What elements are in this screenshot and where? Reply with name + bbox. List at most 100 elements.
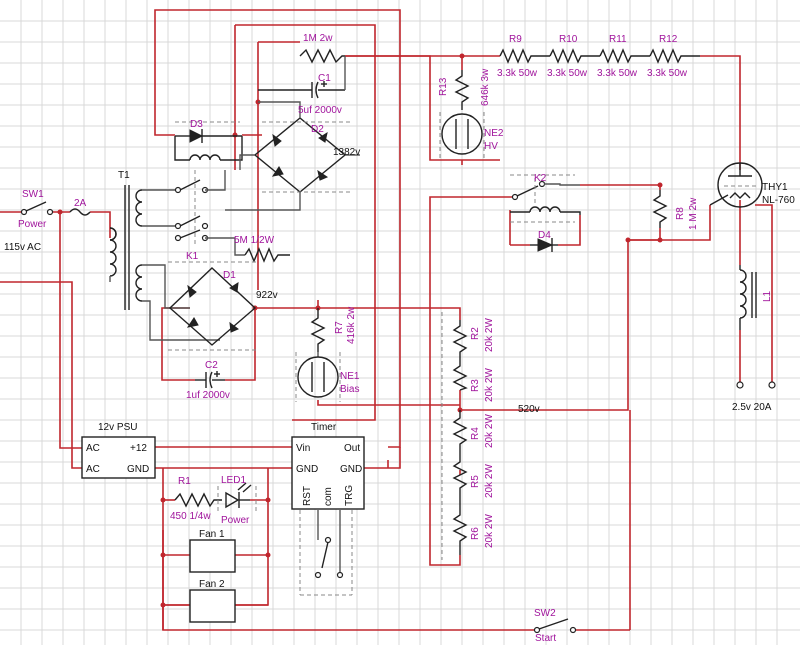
psu-ac2-pin: AC xyxy=(86,464,100,475)
thyratron-thy1 xyxy=(709,162,763,208)
capacitor-c2 xyxy=(195,371,225,389)
resistor-5m xyxy=(244,247,290,263)
thy1-ref-label: THY1 xyxy=(762,182,788,193)
r1m-top-label: 1M 2w xyxy=(303,33,333,44)
led1-name-label: Power xyxy=(221,515,250,526)
r5m-label: 5M 1/2W xyxy=(234,235,275,246)
led1 xyxy=(217,482,257,514)
r5-ref-label: R5 xyxy=(470,475,481,488)
k2-label: K2 xyxy=(534,173,547,184)
thy1-value-label: NL-760 xyxy=(762,195,795,206)
timer-com-pin: com xyxy=(323,487,334,506)
r9-ref-label: R9 xyxy=(509,34,522,45)
ne2-name-label: HV xyxy=(484,141,498,152)
fuse xyxy=(69,208,91,216)
timer-trg-pin: TRG xyxy=(344,485,355,506)
c1-ref-label: C1 xyxy=(318,73,331,84)
r7-value-label: 416k 2w xyxy=(346,306,357,344)
mid-voltage-label: 520v xyxy=(518,404,540,415)
r10-ref-label: R10 xyxy=(559,34,578,45)
resistor-r5 xyxy=(452,452,468,505)
switch-sw2 xyxy=(533,618,577,634)
r1-ref-label: R1 xyxy=(178,476,191,487)
bridge-rectifier-d2 xyxy=(225,101,360,211)
resistor-1m-top xyxy=(299,48,345,64)
sw1-name-label: Power xyxy=(18,219,47,230)
k1-label: K1 xyxy=(186,251,199,262)
r3-value-label: 20k 2W xyxy=(484,368,495,402)
r4-value-label: 20k 2W xyxy=(484,414,495,448)
psu-ac1-pin: AC xyxy=(86,443,100,454)
timer-title: Timer xyxy=(311,422,337,433)
mains-label: 115v AC xyxy=(4,242,41,253)
r3-ref-label: R3 xyxy=(470,379,481,392)
timer-switch xyxy=(314,510,344,579)
ne2-ref-label: NE2 xyxy=(484,128,504,139)
resistor-r2 xyxy=(452,320,468,360)
psu-plus12-pin: +12 xyxy=(130,443,147,454)
d1-voltage-label: 922v xyxy=(256,290,278,301)
resistor-r1 xyxy=(174,492,222,508)
neon-lamp-ne2 xyxy=(439,112,485,158)
r6-ref-label: R6 xyxy=(470,527,481,540)
bridge-rectifier-d1 xyxy=(168,261,258,351)
r8-value-label: 1 M 2w xyxy=(688,197,699,230)
ne1-name-label: Bias xyxy=(340,384,359,395)
c2-value-label: 1uf 2000v xyxy=(186,390,230,401)
capacitor-c1 xyxy=(258,56,346,99)
r7-ref-label: R7 xyxy=(334,321,345,334)
resistor-r12 xyxy=(649,48,700,64)
sw1-ref-label: SW1 xyxy=(22,189,44,200)
c2-ref-label: C2 xyxy=(205,360,218,371)
relay-k1 xyxy=(174,170,245,256)
sw2-ref-label: SW2 xyxy=(534,608,556,619)
resistor-r13 xyxy=(454,70,470,110)
r13-value-label: 646k 3w xyxy=(480,68,491,106)
neon-lamp-ne1 xyxy=(295,352,341,402)
psu-title: 12v PSU xyxy=(98,422,137,433)
resistor-r11 xyxy=(599,48,650,64)
fan-1 xyxy=(189,539,236,573)
psu-gnd-pin: GND xyxy=(127,464,149,475)
resistor-r10 xyxy=(549,48,600,64)
r11-ref-label: R11 xyxy=(609,34,627,45)
timer-rst-pin: RST xyxy=(302,486,313,506)
transformer-t1 xyxy=(109,185,220,341)
led1-ref-label: LED1 xyxy=(221,475,246,486)
resistor-r7 xyxy=(310,308,326,352)
diode-d3 xyxy=(174,121,243,161)
r12-value-label: 3.3k 50w xyxy=(647,68,688,79)
r10-value-label: 3.3k 50w xyxy=(547,68,588,79)
timer-out-pin: Out xyxy=(344,443,360,454)
r8-ref-label: R8 xyxy=(675,207,686,220)
filament-label: 2.5v 20A xyxy=(732,402,772,413)
r2-value-label: 20k 2W xyxy=(484,318,495,352)
inductor-l1 xyxy=(739,265,757,330)
resistor-r6 xyxy=(452,505,468,555)
d3-label: D3 xyxy=(190,119,203,130)
ne1-ref-label: NE1 xyxy=(340,371,360,382)
resistor-r3 xyxy=(452,360,468,391)
timer-gnd2-pin: GND xyxy=(340,464,362,475)
l1-label: L1 xyxy=(762,290,773,302)
diode-d4 xyxy=(530,238,558,252)
r13-ref-label: R13 xyxy=(438,77,449,96)
d2-voltage-label: 1382v xyxy=(333,147,360,158)
r12-ref-label: R12 xyxy=(659,34,678,45)
r6-value-label: 20k 2W xyxy=(484,514,495,548)
r4-ref-label: R4 xyxy=(470,427,481,440)
junction-dots xyxy=(57,53,663,608)
r9-value-label: 3.3k 50w xyxy=(497,68,538,79)
sw2-name-label: Start xyxy=(535,633,556,644)
filament-terminals xyxy=(736,381,776,389)
r2-ref-label: R2 xyxy=(470,327,481,340)
r5-value-label: 20k 2W xyxy=(484,464,495,498)
c1-value-label: 5uf 2000v xyxy=(298,105,342,116)
resistor-r4 xyxy=(452,410,468,452)
fuse-label: 2A xyxy=(74,198,87,209)
resistor-r9 xyxy=(499,48,550,64)
wires xyxy=(0,9,773,631)
relay-k2 xyxy=(510,174,581,223)
